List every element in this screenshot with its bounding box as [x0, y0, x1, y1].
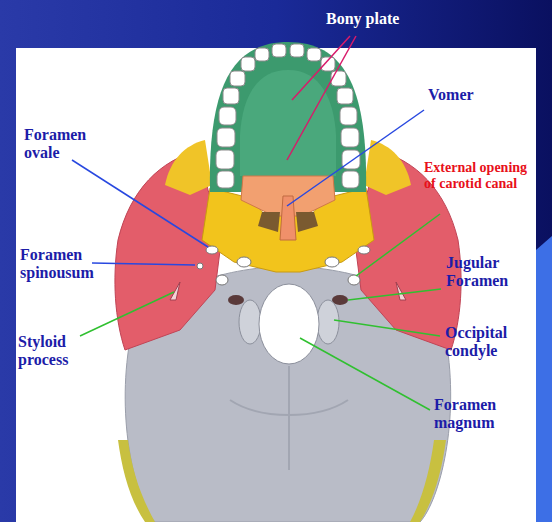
occipital-condyle — [239, 300, 261, 344]
choana — [258, 212, 280, 232]
leader-line — [334, 320, 440, 336]
leader-line — [80, 292, 174, 336]
foramen-ovale — [358, 246, 370, 254]
teeth — [216, 44, 360, 188]
foramen-magnum — [259, 284, 319, 364]
leader-line — [356, 214, 440, 276]
part-label: Occipital condyle — [445, 324, 531, 360]
vomer-bone — [280, 196, 296, 240]
leader-line — [348, 289, 441, 300]
styloid-process — [396, 282, 406, 300]
leader-line — [292, 36, 350, 100]
parietal-bone — [118, 440, 155, 522]
title-label: Bony plate — [326, 10, 436, 28]
part-label: Styloid process — [18, 333, 90, 369]
leader-line — [287, 36, 356, 160]
jugular-foramen — [228, 295, 244, 305]
choana — [296, 212, 318, 232]
part-label: External opening of carotid canal — [424, 160, 536, 192]
foramen-lacerum — [237, 257, 251, 267]
carotid-canal — [348, 275, 360, 285]
part-label: Foramen magnum — [434, 396, 516, 432]
leader-line — [72, 160, 208, 247]
carotid-canal — [216, 275, 228, 285]
styloid-process — [170, 282, 180, 300]
foramen-spinosum — [197, 263, 203, 269]
maxilla — [210, 42, 366, 192]
zygomatic-bone — [364, 140, 411, 195]
occipital-crest — [230, 366, 348, 470]
part-label: Jugular Foramen — [446, 254, 524, 290]
white-panel — [16, 48, 536, 522]
leader-line — [92, 263, 195, 265]
leader-lines — [72, 36, 441, 410]
part-label: Foramen spinousum — [20, 246, 115, 282]
zygomatic-bone — [165, 140, 212, 195]
leader-line — [287, 110, 424, 206]
part-label: Vomer — [428, 86, 498, 104]
leader-line — [300, 338, 430, 410]
foramen-lacerum — [325, 257, 339, 267]
light-blue-band — [536, 236, 552, 522]
sphenoid-bone — [202, 188, 374, 272]
part-label: Foramen ovale — [24, 126, 104, 162]
palatine-process — [240, 70, 336, 176]
occipital-condyle — [317, 300, 339, 344]
parietal-bone — [410, 440, 446, 522]
